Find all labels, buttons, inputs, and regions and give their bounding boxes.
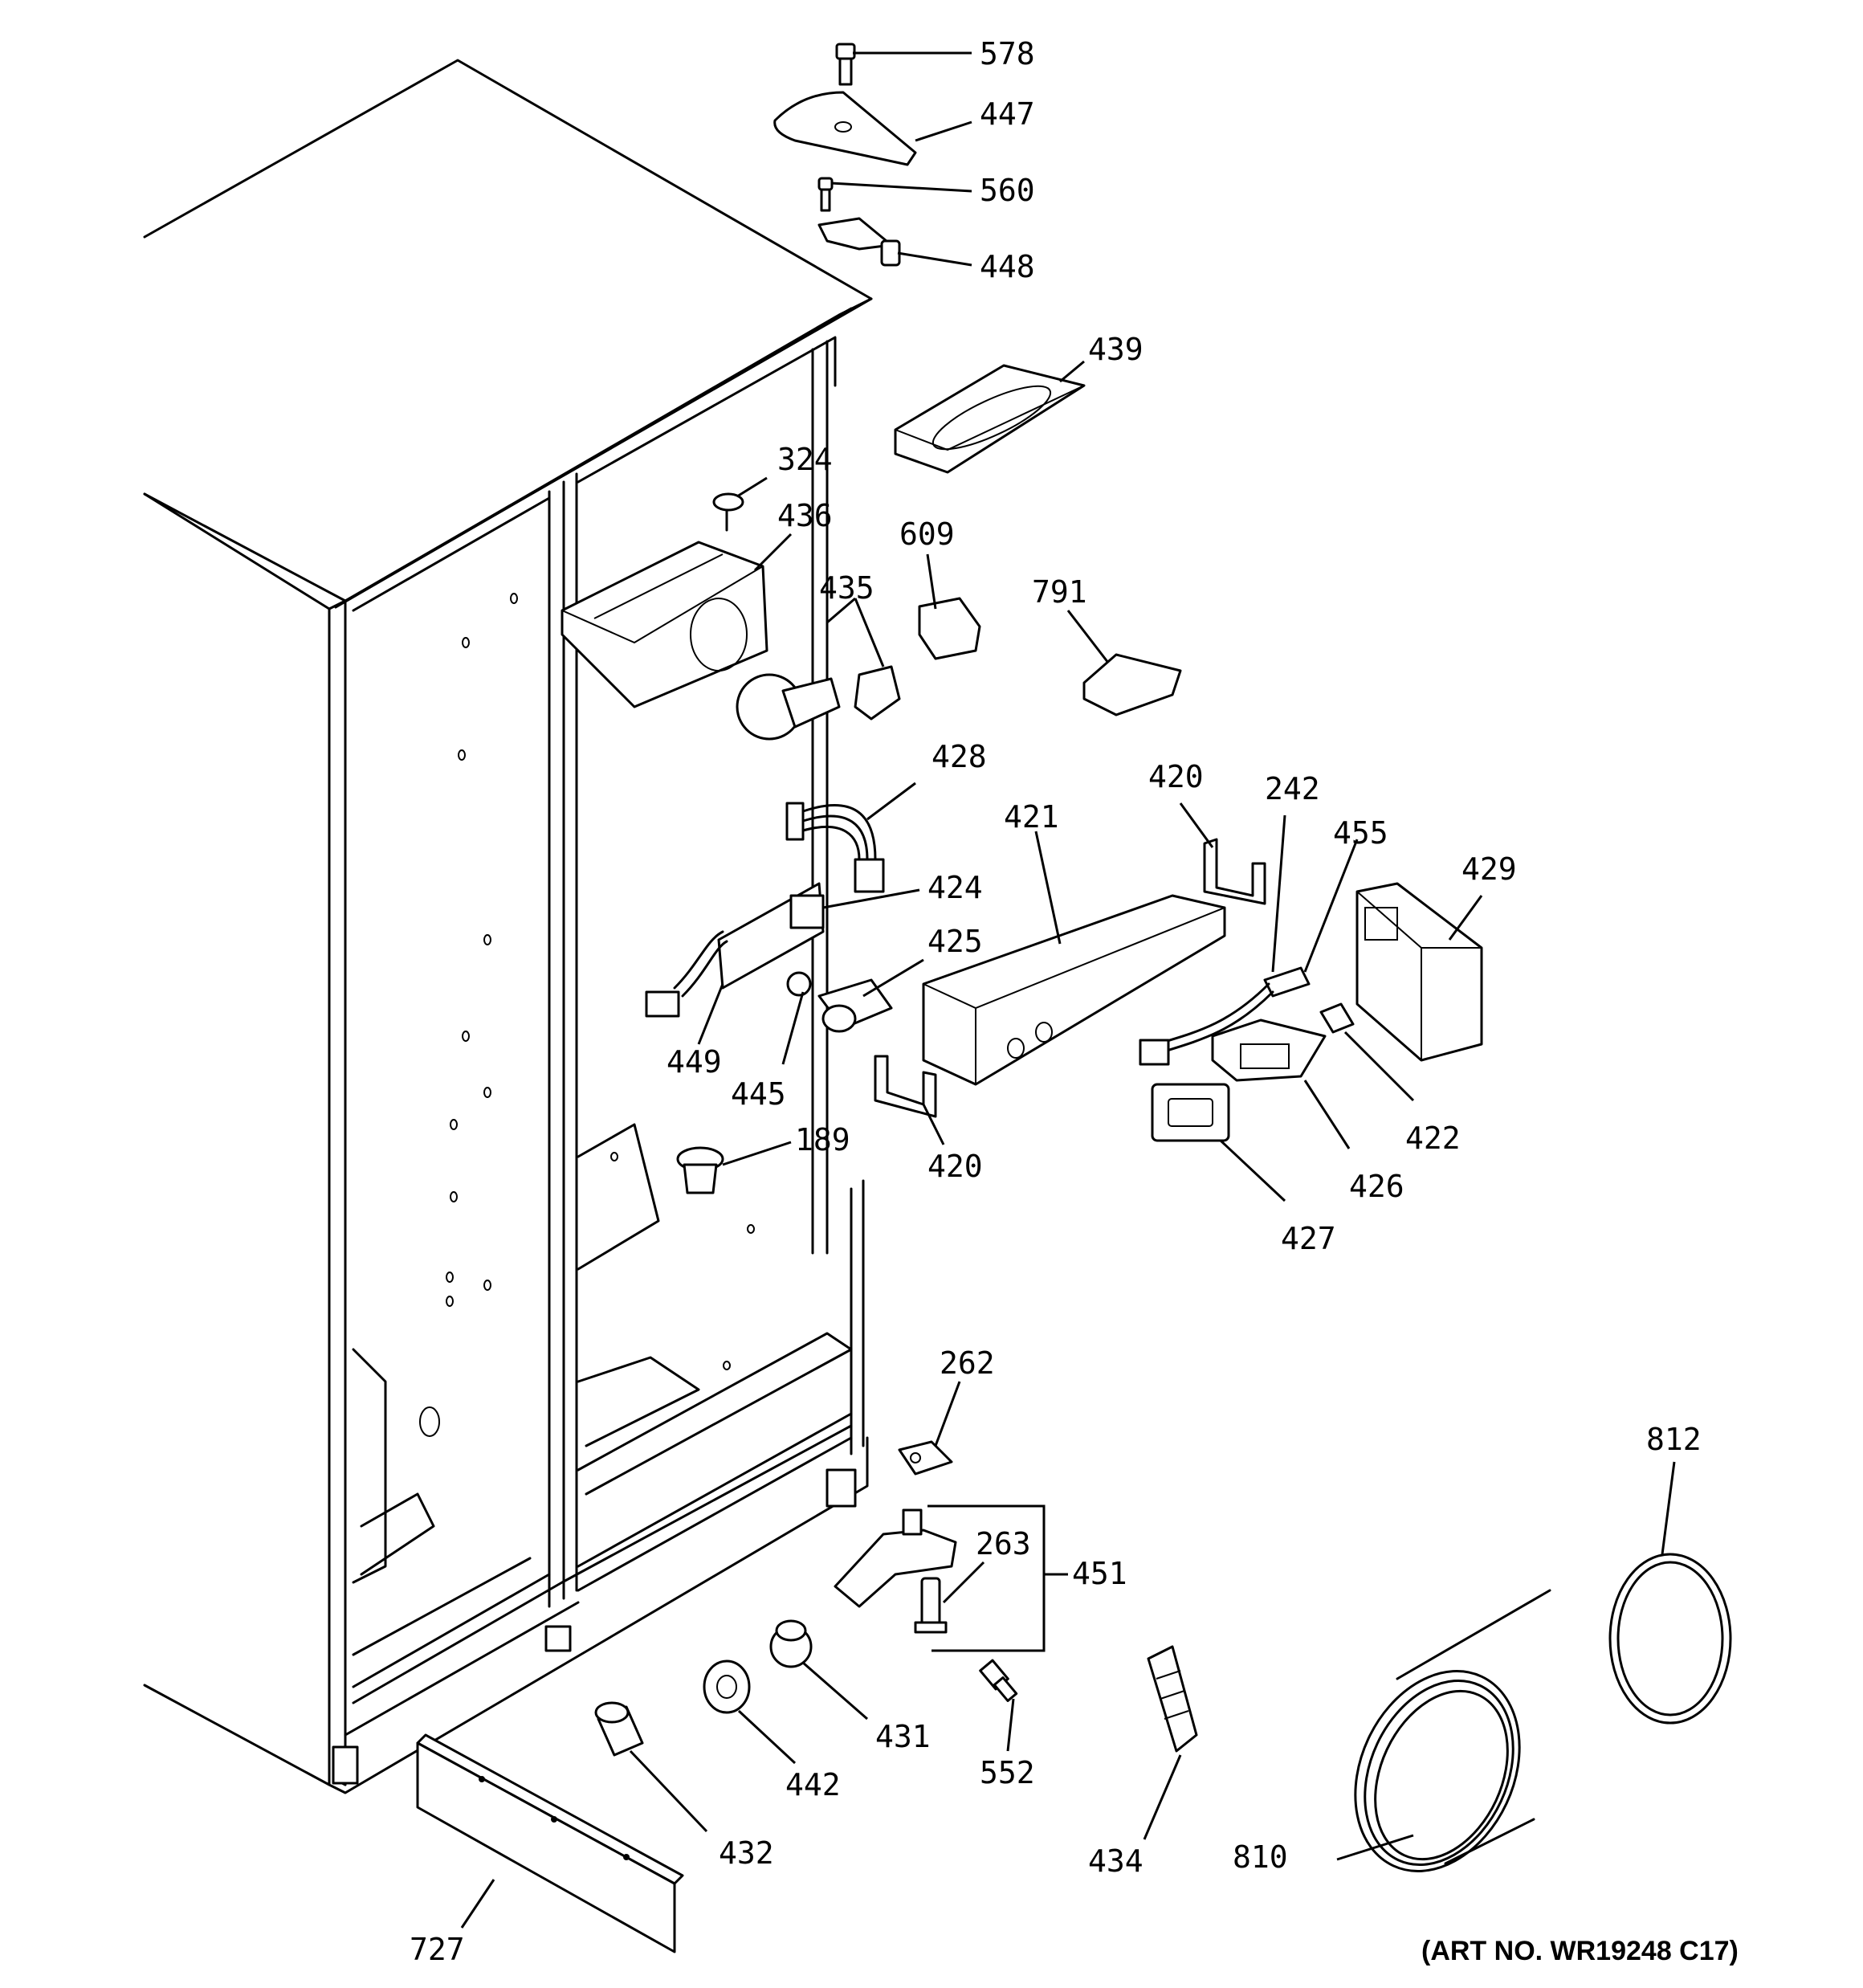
label-727: 727 xyxy=(410,1932,465,1967)
part-263-pin xyxy=(914,1577,948,1634)
label-455: 455 xyxy=(1333,815,1388,851)
bracket-451 xyxy=(927,1504,1046,1652)
part-420-lower-bracket xyxy=(874,1055,937,1118)
label-449: 449 xyxy=(667,1044,722,1080)
part-424-control xyxy=(645,882,825,1018)
part-426-light-housing xyxy=(1211,1018,1327,1082)
part-425-dial xyxy=(817,978,893,1033)
label-434: 434 xyxy=(1088,1843,1143,1879)
label-420-lower: 420 xyxy=(927,1149,983,1184)
label-420-upper: 420 xyxy=(1148,759,1204,794)
part-560-screw xyxy=(817,177,834,212)
part-421-control-housing xyxy=(922,894,1226,1086)
part-727-kickplate xyxy=(416,1733,684,1953)
label-324: 324 xyxy=(777,442,833,477)
part-262-shim xyxy=(898,1440,953,1476)
part-791-cover xyxy=(1082,653,1182,716)
label-427: 427 xyxy=(1281,1221,1336,1256)
label-424: 424 xyxy=(927,870,983,905)
part-428-harness xyxy=(785,802,885,893)
leader-lines xyxy=(460,51,1676,1929)
part-420-upper-bracket xyxy=(1203,838,1266,905)
label-422: 422 xyxy=(1405,1121,1461,1156)
label-432: 432 xyxy=(719,1835,774,1871)
label-242: 242 xyxy=(1265,771,1320,806)
part-429-box xyxy=(1355,882,1483,1062)
part-189-plug xyxy=(676,1146,724,1194)
label-810: 810 xyxy=(1233,1839,1288,1875)
label-429: 429 xyxy=(1461,851,1517,887)
part-552-screw xyxy=(979,1659,1018,1702)
part-labels: 578 447 560 448 439 324 436 609 435 791 … xyxy=(410,36,1702,1967)
label-428: 428 xyxy=(932,739,987,774)
label-435: 435 xyxy=(819,570,874,606)
part-436-light-shield xyxy=(561,541,768,708)
part-432-spacer xyxy=(594,1701,644,1757)
part-431-bushing xyxy=(769,1619,813,1668)
label-812: 812 xyxy=(1646,1422,1702,1457)
label-445: 445 xyxy=(731,1076,786,1112)
part-445-knob xyxy=(786,971,812,997)
label-578: 578 xyxy=(980,36,1035,71)
part-324-clip xyxy=(712,492,744,532)
label-451: 451 xyxy=(1072,1556,1127,1591)
part-810-tubing-coil xyxy=(1354,1589,1551,1872)
part-812-gasket xyxy=(1608,1553,1732,1725)
part-447-hinge-cover xyxy=(773,91,917,166)
label-436: 436 xyxy=(777,498,833,533)
label-189: 189 xyxy=(795,1122,850,1157)
art-number: (ART NO. WR19248 C17) xyxy=(1421,1936,1739,1966)
label-263: 263 xyxy=(976,1526,1031,1561)
label-425: 425 xyxy=(927,924,983,959)
label-421: 421 xyxy=(1004,799,1059,835)
part-451-bottom-hinge xyxy=(834,1508,957,1608)
part-434-grille xyxy=(1147,1645,1198,1753)
part-242-sensor xyxy=(1263,966,1311,998)
label-560: 560 xyxy=(980,173,1035,208)
part-427-lens xyxy=(1151,1083,1230,1142)
part-439-tray xyxy=(894,364,1086,474)
screw-holes xyxy=(419,593,755,1437)
label-442: 442 xyxy=(785,1767,841,1802)
label-262: 262 xyxy=(940,1345,995,1381)
label-791: 791 xyxy=(1032,574,1087,610)
label-426: 426 xyxy=(1349,1169,1404,1204)
part-422-clip xyxy=(1319,1002,1355,1034)
part-455-harness xyxy=(1139,982,1274,1066)
part-435-bulb-and-socket xyxy=(736,665,901,741)
part-578-screw xyxy=(835,43,856,86)
label-447: 447 xyxy=(980,96,1035,132)
label-439: 439 xyxy=(1088,332,1143,367)
part-448-top-hinge xyxy=(817,217,901,267)
label-552: 552 xyxy=(980,1755,1035,1790)
label-609: 609 xyxy=(899,516,955,552)
part-609-switch xyxy=(918,597,981,660)
refrigerator-case xyxy=(143,59,873,1794)
label-448: 448 xyxy=(980,249,1035,284)
part-442-cap xyxy=(703,1659,751,1714)
label-431: 431 xyxy=(875,1719,931,1754)
